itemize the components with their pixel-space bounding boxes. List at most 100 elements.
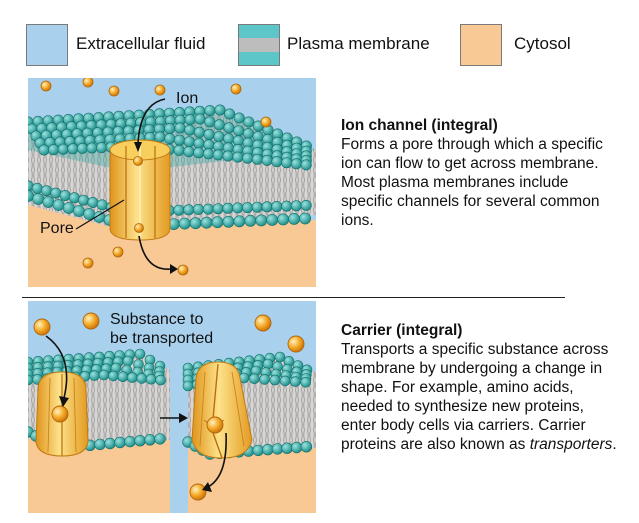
lipid-head [300,376,312,388]
lipid-head [183,136,195,148]
lipid-head [290,376,301,387]
lipid-head [269,374,281,386]
lipid-head [193,137,205,149]
lipid-head [68,192,80,204]
lipid-head [164,133,176,145]
section-divider [22,297,565,298]
carrier-text: Transports a specific substance across m… [341,341,609,453]
lipid-head [145,373,157,385]
lipid-head [114,436,126,449]
lipid-head [173,204,185,216]
lipid-head [290,158,302,170]
lipid-head [202,148,214,160]
lipid-head [122,355,134,367]
lipid-head [300,159,312,171]
carrier-arrows [45,335,227,489]
lipid-head [73,205,85,217]
lipid-head [87,197,99,209]
lipid-head [104,437,116,450]
lipid-head [222,202,234,214]
lipid-head [242,202,254,214]
cytosol-swatch [460,24,502,66]
lipid-head [183,146,195,158]
ion-flow-arrows [137,98,173,270]
lipid-head [57,143,69,155]
lipid-head [32,193,45,205]
lipid-head [223,122,235,134]
lipid-head [300,441,313,453]
lipid-head [202,203,214,215]
lipid-head [31,182,43,194]
lipid-head [76,142,88,154]
ion-channel-title: Ion channel (integral) [341,117,498,134]
plasma-membrane-label: Plasma membrane [287,34,430,53]
lipid-head [211,216,224,229]
lipid-head [183,204,195,216]
lipid-head [224,108,236,120]
lipid-head [155,374,166,386]
cytosol-label: Cytosol [514,34,571,53]
ions [40,78,272,276]
substance-particles [33,312,305,501]
lipid-head [38,144,50,156]
carrier-title: Carrier (integral) [341,322,463,339]
lipid-head [259,374,270,385]
lipid-bilayer [28,104,316,232]
lipid-head [28,190,34,202]
lipid-head [174,134,186,146]
lipid-head [281,200,293,212]
lipid-head [134,348,146,360]
lipid-head [233,215,246,228]
lipid-head [261,201,273,213]
lipid-head [59,190,71,202]
lipid-head [251,153,263,165]
lipid-head [233,125,245,137]
lipid-head [213,131,225,143]
lipid-head [204,116,216,128]
lipid-head [94,438,106,451]
lipid-head [222,215,235,228]
lipid-head [108,370,119,382]
lipid-head [193,147,205,159]
carrier-text-end: . [612,436,617,453]
lipid-head [255,214,268,227]
lipid-head [154,131,166,143]
lipid-head [291,441,303,454]
lipid-head [232,151,244,163]
lipid-head [290,200,302,212]
lipid-head [271,443,284,455]
lipid-head [242,128,254,140]
lipid-head [251,201,263,213]
lipid-head [281,157,293,169]
lipid-head [28,180,34,192]
lipid-head [124,435,136,448]
lipid-head [299,212,311,225]
carrier-protein-inward [191,361,253,459]
lipid-head [300,199,312,211]
lipid-head [193,126,205,138]
lipid-head [271,201,283,213]
lipid-head [83,208,96,220]
ion-channel-text: Forms a pore through which a specific io… [341,136,603,229]
plasma-membrane-swatch [238,24,280,66]
lipid-head [204,105,216,117]
carrier-description: Carrier (integral) Transports a specific… [341,321,621,454]
lipid-head [62,202,75,214]
lipid-head [42,196,55,208]
lipid-head [144,434,156,446]
lipid-head [232,202,244,214]
lipid-head [40,185,52,197]
lipid-head [194,113,206,125]
lipid-head [164,123,176,135]
lipid-head [96,142,108,154]
lipid-head [262,443,274,456]
lipid-head [242,152,254,164]
ion-channel-description: Ion channel (integral) Forms a pore thro… [341,116,621,230]
lipid-head [222,150,234,162]
lipid-head [274,351,286,363]
lipid-head [174,122,186,134]
lipid-head [28,374,34,386]
lipid-head [89,370,100,381]
lipid-head [288,212,300,225]
lipid-head [200,216,213,229]
